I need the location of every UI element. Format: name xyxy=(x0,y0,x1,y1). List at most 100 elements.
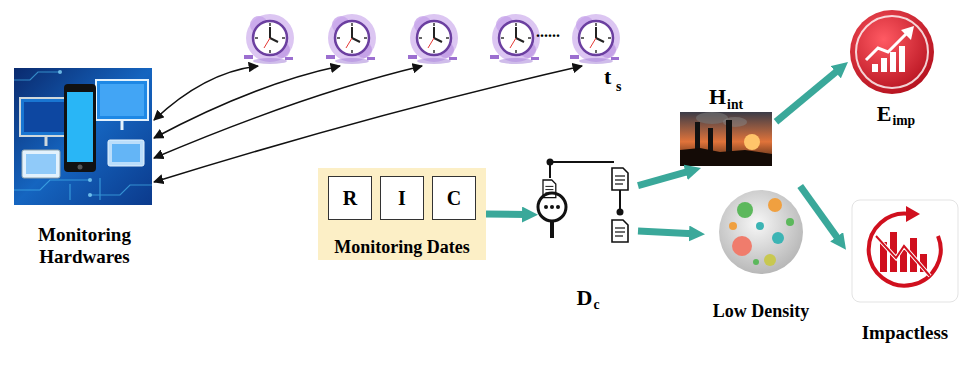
hardware-illustration xyxy=(90,185,152,195)
time-subscript: s xyxy=(616,80,621,94)
classifier-icon xyxy=(538,159,628,243)
classifier-icon xyxy=(617,209,624,216)
sync-arrow xyxy=(154,66,582,182)
flow-arrow xyxy=(486,211,526,219)
node-text: Monitoring Hardwares xyxy=(38,224,131,267)
hardware-illustration xyxy=(45,136,48,146)
impact-icon xyxy=(872,64,878,72)
node-label: Monitoring Dates xyxy=(334,237,469,258)
hardware-illustration xyxy=(67,92,93,162)
hardware-illustration xyxy=(26,154,56,174)
hardware-illustration xyxy=(78,165,83,170)
classifier-icon xyxy=(612,168,628,190)
density-cluster xyxy=(729,222,737,230)
record-box: R xyxy=(328,176,372,220)
density-cluster xyxy=(753,259,759,265)
classifier-icon xyxy=(556,205,560,209)
density-cluster xyxy=(737,202,753,218)
sync-arrow xyxy=(154,66,340,138)
density-cluster xyxy=(719,190,803,274)
node-text: R xyxy=(343,187,357,209)
subscript-text: imp xyxy=(892,113,915,128)
hardware-illustration xyxy=(96,80,148,120)
sync-arrow xyxy=(154,66,422,158)
impact-icon xyxy=(890,52,896,72)
density-cluster xyxy=(719,190,803,274)
classifier-icon xyxy=(549,162,551,178)
node-label: Monitoring Hardwares xyxy=(12,224,157,268)
hardware-illustration xyxy=(14,68,152,205)
data-band: Monitoring Dates R I C xyxy=(318,168,486,260)
flow-arrow xyxy=(638,231,693,234)
impact-icon xyxy=(881,58,887,72)
hardware-illustration xyxy=(14,180,90,190)
clock-icon xyxy=(570,14,620,64)
hardware-illustration xyxy=(22,150,60,178)
ellipsis-mark: ...... xyxy=(536,24,560,40)
impactless-icon xyxy=(906,206,920,222)
classifier-icon xyxy=(544,205,548,209)
impact-icon xyxy=(856,16,928,88)
hardware-illustration xyxy=(14,72,60,80)
impactless-icon xyxy=(852,200,958,302)
hardware-illustration xyxy=(100,84,144,116)
record-box: I xyxy=(380,176,424,220)
impactless-icon xyxy=(876,236,930,276)
impact-icon xyxy=(866,32,908,60)
classifier-icon xyxy=(538,193,566,221)
intensity-node: Hint xyxy=(676,84,776,168)
factory-image xyxy=(744,134,760,150)
hardware-illustration xyxy=(88,178,92,182)
clock-icon xyxy=(408,14,458,64)
node-text: I xyxy=(398,187,406,209)
node-label: Dc xyxy=(577,285,600,310)
hardware-illustration xyxy=(121,120,124,130)
impact-node: Eimp xyxy=(848,8,944,128)
density-cluster xyxy=(772,232,784,244)
hardware-illustration xyxy=(88,193,92,197)
classifier-icon xyxy=(550,205,554,209)
density-cluster xyxy=(764,254,776,266)
hardware-illustration xyxy=(14,72,152,200)
impactless-icon xyxy=(876,236,930,276)
hardware-node: Monitoring Hardwares xyxy=(12,68,157,270)
impact-icon xyxy=(850,10,934,94)
impact-icon xyxy=(901,26,914,40)
sync-arrow xyxy=(154,66,582,182)
classifier-icon xyxy=(550,161,614,163)
node-label: Impactless xyxy=(862,322,949,344)
node-text: Impactless xyxy=(862,322,949,343)
clock-icon xyxy=(326,14,376,64)
hardware-illustration xyxy=(58,70,62,74)
density-node: Low Density xyxy=(705,186,817,324)
time-symbol: t xyxy=(604,66,611,88)
impact-icon xyxy=(899,46,905,72)
hardware-illustration xyxy=(24,102,68,132)
node-text: Low Density xyxy=(713,301,810,321)
node-text: C xyxy=(447,187,461,209)
density-cluster xyxy=(756,222,764,230)
node-text: H xyxy=(709,84,726,109)
classifier-icon xyxy=(612,220,628,242)
impact-icon xyxy=(850,10,934,94)
node-label: Low Density xyxy=(713,301,810,322)
node-label: C xyxy=(447,187,461,210)
factory-image xyxy=(680,112,772,166)
clock-icon xyxy=(490,14,540,64)
impactless-node: Impactless xyxy=(846,198,964,346)
node-text: Monitoring Dates xyxy=(334,237,469,257)
flow-arrow xyxy=(800,186,839,240)
impactless-icon xyxy=(852,200,958,302)
subscript-text: c xyxy=(593,297,599,312)
hardware-illustration xyxy=(99,178,100,200)
node-label: Hint xyxy=(709,84,743,109)
hardware-illustration xyxy=(108,140,144,166)
node-text: E xyxy=(877,101,892,126)
classifier-node: Dc xyxy=(538,150,638,312)
impactless-icon xyxy=(869,214,941,286)
node-label: I xyxy=(398,187,406,210)
